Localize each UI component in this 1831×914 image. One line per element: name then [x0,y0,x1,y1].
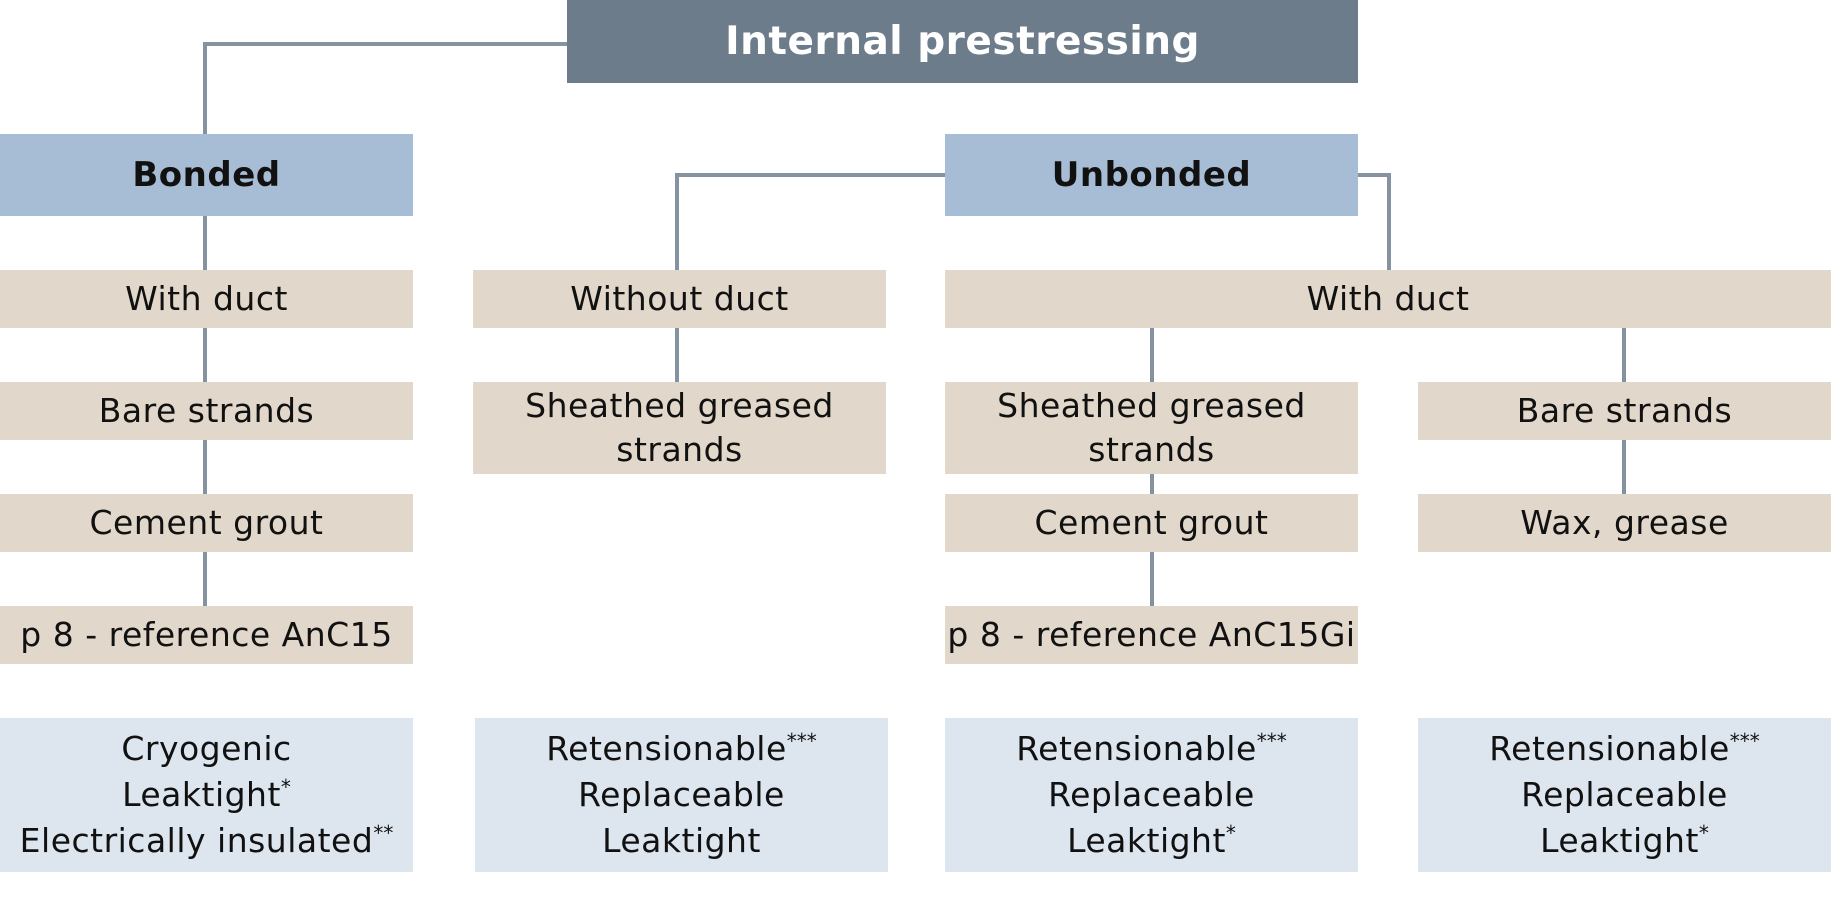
bonded-with-duct-label: With duct [125,279,288,318]
property-line: Leaktight [602,821,761,860]
bonded-label: Bonded [132,155,281,195]
property-line: Leaktight* [122,775,291,814]
property-line: Retensionable*** [546,729,817,768]
with-duct-bare-strands-label: Bare strands [1516,391,1733,430]
property-line: Retensionable*** [1489,729,1760,768]
bonded-cement-grout-box: Cement grout [0,494,413,552]
unbonded-with-duct-box: With duct [945,270,1831,328]
connector-unbonded-to-without-duct [675,173,945,270]
bare-properties-box: Retensionable*** Replaceable Leaktight* [1418,718,1831,872]
title-text: Internal prestressing [725,18,1200,64]
property-line: Replaceable [1048,775,1255,814]
bonded-with-duct-box: With duct [0,270,413,328]
bonded-cement-grout-label: Cement grout [89,503,324,542]
with-duct-sheathed-strands-box: Sheathed greased strands [945,382,1358,474]
without-duct-label: Without duct [570,279,789,318]
sheathed-properties-box: Retensionable*** Replaceable Leaktight* [945,718,1358,872]
property-line: Leaktight* [1540,821,1709,860]
with-duct-strands-line1: Sheathed greased [997,386,1306,425]
bonded-box: Bonded [0,134,413,216]
without-duct-strands-line2: strands [616,430,743,469]
sheathed-cement-grout-box: Cement grout [945,494,1358,552]
unbonded-with-duct-label: With duct [1306,279,1470,318]
bonded-bare-strands-box: Bare strands [0,382,413,440]
bonded-bare-strands-label: Bare strands [98,391,315,430]
bonded-properties-box: Cryogenic Leaktight* Electrically insula… [0,718,413,872]
property-line: Retensionable*** [1016,729,1287,768]
without-duct-properties-box: Retensionable*** Replaceable Leaktight [475,718,888,872]
sheathed-cement-grout-label: Cement grout [1034,503,1269,542]
property-line: Cryogenic [121,729,292,768]
sheathed-reference-box: p 8 - reference AnC15Gi [945,606,1358,664]
connector-unbonded-to-with-duct [1358,173,1391,270]
wax-grease-box: Wax, grease [1418,494,1831,552]
without-duct-sheathed-strands-box: Sheathed greased strands [473,382,886,474]
property-line: Leaktight* [1067,821,1236,860]
property-line: Replaceable [578,775,785,814]
unbonded-label: Unbonded [1051,155,1252,195]
sheathed-reference-label: p 8 - reference AnC15Gi [947,615,1356,654]
unbonded-box: Unbonded [945,134,1358,216]
bonded-reference-label: p 8 - reference AnC15 [20,615,393,654]
bonded-reference-box: p 8 - reference AnC15 [0,606,413,664]
property-line: Electrically insulated** [19,821,394,860]
title-box: Internal prestressing [567,0,1358,83]
with-duct-strands-line2: strands [1088,430,1215,469]
connector-title-to-bonded [203,42,567,134]
without-duct-strands-line1: Sheathed greased [525,386,834,425]
with-duct-bare-strands-box: Bare strands [1418,382,1831,440]
wax-grease-label: Wax, grease [1520,503,1729,542]
property-line: Replaceable [1521,775,1728,814]
without-duct-box: Without duct [473,270,886,328]
